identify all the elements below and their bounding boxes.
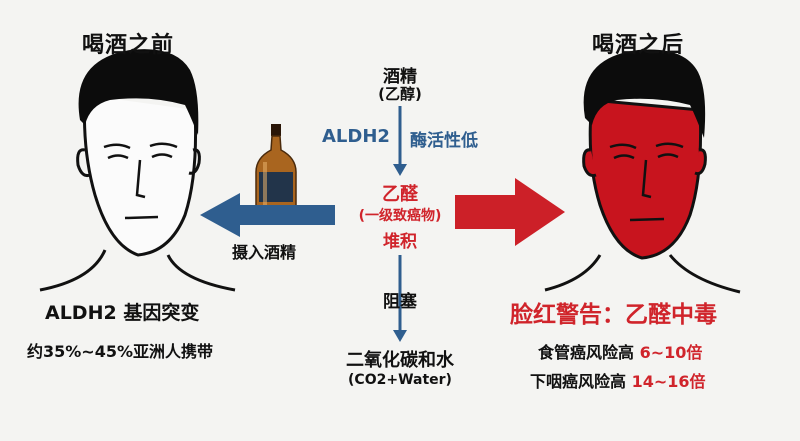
gene-mutation-label: ALDH2 基因突变 (45, 302, 200, 324)
product-label: 二氧化碳和水 (346, 350, 454, 371)
blocked-label: 阻塞 (383, 292, 417, 312)
enzyme-label: ALDH2 (322, 126, 390, 147)
acetaldehyde-label: 乙醛 (382, 184, 418, 205)
risk-row-esophageal: 食管癌风险高 6~10倍 (538, 339, 702, 363)
liquor-bottle-icon (255, 124, 297, 217)
intake-label: 摄入酒精 (232, 243, 297, 262)
flush-warning: 脸红警告：乙醛中毒 (510, 302, 717, 328)
risk-value: 6~10倍 (639, 343, 703, 362)
risk-value: 14~16倍 (631, 372, 706, 391)
population-label: 约35%~45%亚洲人携带 (27, 342, 214, 361)
accumulation-label: 堆积 (383, 232, 417, 252)
enzyme-note: 酶活性低 (410, 131, 478, 151)
person-head-icon (39, 49, 236, 292)
after-title: 喝酒之后 (592, 33, 685, 58)
flushed-head-icon (544, 49, 741, 294)
pathway-arrow-bottom (393, 255, 407, 342)
flush-arrow (455, 178, 565, 246)
acetaldehyde-sub-label: (一级致癌物) (358, 208, 442, 224)
pathway-arrow-top (393, 106, 407, 176)
before-title: 喝酒之前 (82, 33, 175, 58)
ethanol-sub-label: (乙醇) (378, 85, 422, 103)
intake-arrow (200, 193, 335, 237)
risk-label: 食管癌风险高 (538, 343, 635, 362)
risk-row-hypopharyngeal: 下咽癌风险高 14~16倍 (530, 368, 706, 392)
ethanol-label: 酒精 (383, 67, 417, 87)
risk-label: 下咽癌风险高 (530, 372, 627, 391)
product-sub-label: (CO2+Water) (348, 372, 452, 388)
